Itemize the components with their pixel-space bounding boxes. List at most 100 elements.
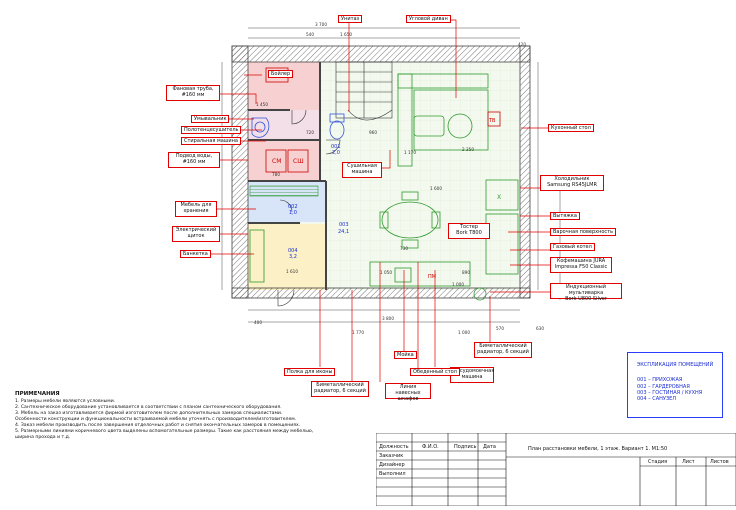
svg-text:1 450: 1 450 [256,102,268,107]
hall-storage [249,229,265,283]
mark-csh: СШ [293,158,304,165]
callout-kitchen-table: Кухонный стол [548,124,594,132]
mark-cm: СМ [272,158,281,165]
callout-fridge: Холодильник Samsung RS45JLMR [540,175,604,191]
svg-text:420: 420 [518,42,526,47]
stamp-header: Должность [379,444,409,450]
room-legend: ЭКСПЛИКАЦИЯ ПОМЕЩЕНИЙ 001 – ПРИХОЖАЯ 002… [627,352,723,418]
callout-dryer: Сушильная машина [342,162,382,178]
svg-text:1 000: 1 000 [458,330,470,335]
mark-pm: ПМ [428,274,436,280]
svg-text:1 050: 1 050 [380,270,392,275]
legend-item: 001 – ПРИХОЖАЯ [637,377,683,384]
stamp-row-label: Дизайнер [379,462,405,468]
callout-sink: Мойка [394,351,417,359]
callout-electrical-panel: Электрический щиток [172,226,220,242]
svg-text:630: 630 [536,326,544,331]
note-item: 1. Размеры мебели являются условными. [15,399,116,404]
room-001-no: 004 [288,248,298,254]
room-001-area: 3,2 [289,254,297,260]
callout-multicooker: Индукционный мультиварка Bork U800 Silve… [550,283,622,302]
callout-hob: Варочная поверхность [550,228,617,236]
legend-item: 003 – ГОСТИНАЯ / КУХНЯ [637,389,703,396]
stamp-col: Лист [682,459,695,465]
stamp-header: Подпись [454,444,477,450]
svg-text:400: 400 [254,320,262,325]
coffee-table [413,115,445,137]
outer-walls [231,45,531,299]
room-tags: 001 2,0 002 1,0 003 24,1 004 3,2 [288,144,349,260]
svg-text:1 650: 1 650 [340,32,352,37]
callout-radiator-right: Биметаллический радиатор, 6 секций [474,342,532,358]
notes-title: ПРИМЕЧАНИЯ [15,391,60,397]
inner-walls [248,62,327,290]
svg-text:3 700: 3 700 [315,22,327,27]
callout-water-inlet: Подвод воды, #160 мм [168,152,220,168]
room-002-no: 002 [288,204,298,210]
callout-coffee-machine: Кофемашина JURA Impressa F50 Classic [550,257,612,273]
kitchen-counter [369,179,519,287]
mark-x: Х [497,194,501,201]
svg-text:1 770: 1 770 [352,330,364,335]
note-item: 3. Мебель на заказ изготавливается фирмо… [15,411,297,422]
callout-radiator-left: Биметаллический радиатор, 6 секций [311,381,369,397]
callout-bench: Банкетка [180,250,211,258]
callout-unitaz: Унитаз [338,15,363,23]
dimension-texts: 3 700 1 650 540 960 720 2 250 1 170 1 60… [254,22,552,335]
stamp-col: Стадия [648,459,668,465]
bath-zone-fill [248,110,320,140]
laundry-machines [265,149,309,173]
tv-box [487,111,501,127]
callout-wall-cabinets: Линия навесных шкафов [385,383,431,402]
laundry-fill [248,140,320,180]
stamp-row-label: Заказчик [379,453,404,459]
drawing-title: План расстановки мебели, 1 этаж. Вариант… [528,446,668,452]
notes-block: ПРИМЕЧАНИЯ 1. Размеры мебели являются ус… [15,391,315,441]
mark-tv: ТВ [488,118,496,124]
svg-text:780: 780 [272,172,280,177]
callout-dining-table: Обеденный стол [410,368,460,376]
callout-washing-machine: Стиральная машина [181,137,241,145]
dining-set [379,191,441,249]
note-item: 4. Заказ мебели производить после заверш… [15,423,301,428]
multicooker-shape [473,287,487,301]
svg-text:720: 720 [306,130,314,135]
room-004-area: 2,0 [332,150,340,156]
legend-item: 004 – САНУЗЕЛ [637,396,677,403]
note-item: 5. Размерными линиями коричневого цвета … [15,429,314,440]
room-004-no: 001 [331,144,341,150]
svg-text:3 800: 3 800 [382,316,394,321]
hallway-fill [248,224,326,290]
room-002-area: 1,0 [289,210,297,216]
room-003-no: 003 [339,222,349,228]
svg-text:960: 960 [369,130,377,135]
legend-item: 002 – ГАРДЕРОБНАЯ [637,383,690,390]
stamp-header: Дата [483,444,496,450]
armchair [447,113,473,139]
callout-dishwasher: Посудомоечная машина [450,367,494,383]
callout-sofa: Угловой диван [406,15,451,23]
note-item: 2. Сантехническое оборудование установли… [15,405,282,410]
svg-text:1 000: 1 000 [452,282,464,287]
stamp-header: Ф.И.О. [422,444,439,450]
svg-text:890: 890 [462,270,470,275]
callout-towel-dryer: Полотенцесушитель [181,126,242,134]
svg-text:1 610: 1 610 [286,269,298,274]
stamp-row-label: Выполнил [379,471,406,477]
stamp-col: Листов [710,459,729,465]
wardrobe-storage [249,185,319,197]
svg-text:2 250: 2 250 [462,147,474,152]
callout-hood: Вытяжка [550,212,580,220]
doors [277,109,341,307]
svg-text:1 600: 1 600 [430,186,442,191]
legend-title: ЭКСПЛИКАЦИЯ ПОМЕЩЕНИЙ [636,362,714,368]
svg-text:540: 540 [306,32,314,37]
callout-icon-shelf: Полка для иконы [284,368,336,376]
washbasin [251,117,270,138]
staircase [335,61,393,121]
toilet [329,113,345,140]
callout-fan-pipe: Фановая труба, #160 мм [166,85,220,101]
callout-washbasin: Умывальник [191,115,230,123]
callout-storage: Мебель для хранения [175,201,217,217]
svg-text:730: 730 [400,246,408,251]
